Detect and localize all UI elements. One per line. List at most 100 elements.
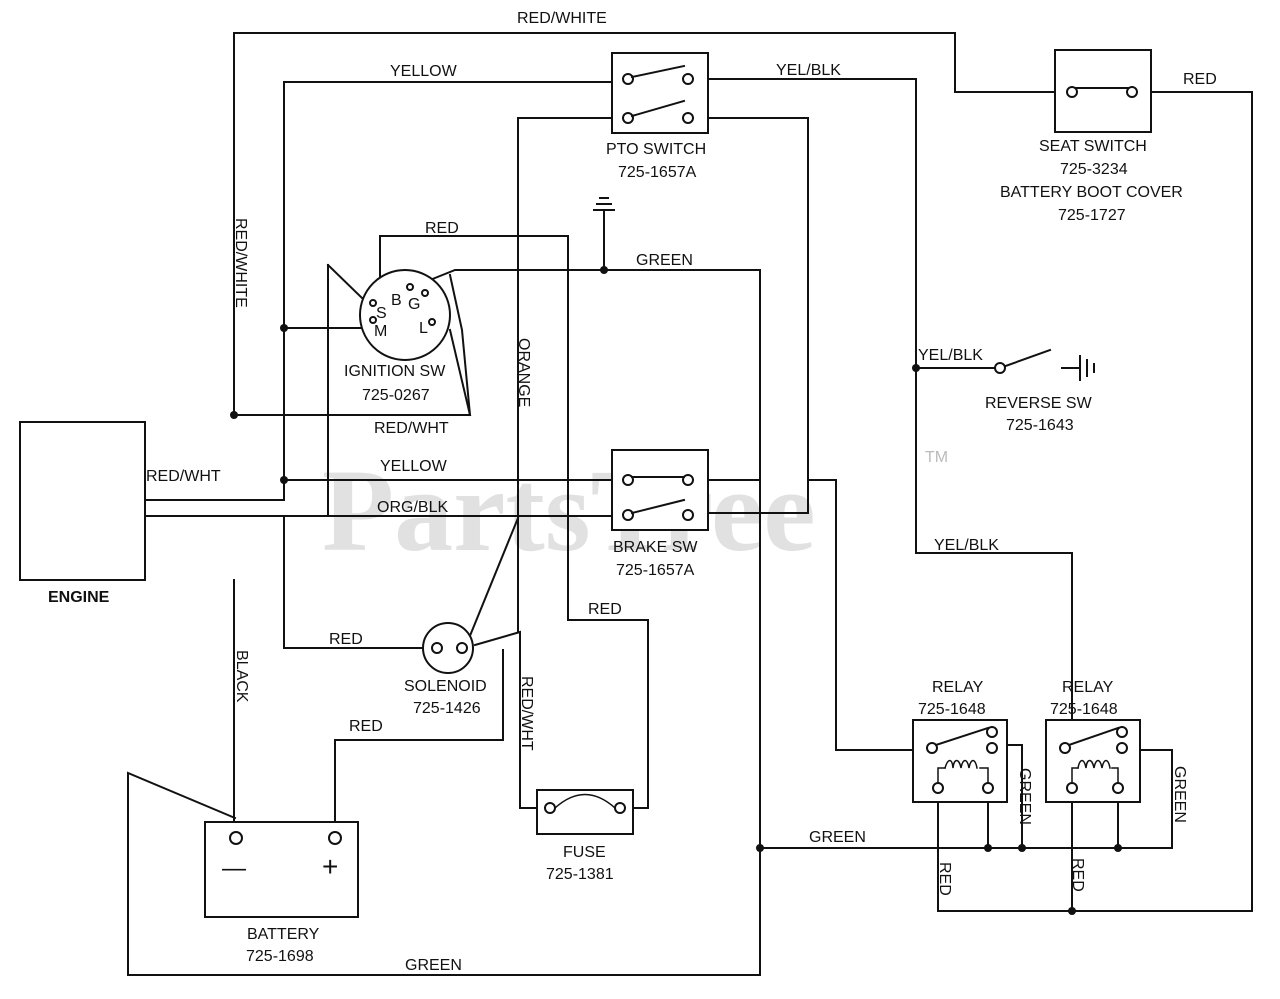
brake-switch: BRAKE SW 725-1657A [611, 449, 709, 579]
solenoid: SOLENOID 725-1426 [404, 622, 487, 717]
wire-yellow-top [283, 81, 628, 498]
wire-solenoid-brake [463, 516, 520, 650]
wire-orange [517, 117, 629, 633]
label-red-relay1-vertical: RED [936, 862, 953, 896]
label-red-wht-ignition: RED/WHT [374, 420, 449, 437]
label-red-relay2-vertical: RED [1069, 858, 1086, 892]
pto-switch-name: PTO SWITCH [606, 141, 706, 158]
label-red-solenoid: RED [329, 631, 363, 648]
reverse-switch-part: 725-1643 [1006, 417, 1074, 434]
ignition-bracket [326, 263, 472, 417]
label-org-blk: ORG/BLK [377, 499, 448, 516]
relay-1-name: RELAY [932, 679, 984, 696]
label-yel-blk-top: YEL/BLK [776, 62, 841, 79]
ignition-switch: S B G M L IGNITION SW 725-0267 [326, 263, 472, 417]
brake-switch-name: BRAKE SW [613, 539, 698, 556]
seat-switch-part: 725-3234 [1060, 161, 1128, 178]
solenoid-body [422, 622, 474, 674]
label-red-white-top: RED/WHITE [517, 10, 607, 27]
junction-dot [1114, 844, 1122, 852]
fuse-name: FUSE [563, 844, 606, 861]
wire-red-white-top [233, 32, 1071, 416]
wire-yel-blk [687, 78, 1073, 741]
wire-labels: RED/WHITE YELLOW YEL/BLK RED RED GREEN R… [146, 10, 1217, 974]
junction-dot [984, 844, 992, 852]
ground-symbol-reverse [1061, 355, 1095, 381]
label-yel-blk-relay: YEL/BLK [934, 537, 999, 554]
junction-dot [230, 411, 238, 419]
seat-switch: SEAT SWITCH 725-3234 BATTERY BOOT COVER … [1000, 49, 1183, 224]
junction-dot [1068, 907, 1076, 915]
junction-dot [280, 476, 288, 484]
ignition-pin-l: L [419, 320, 428, 337]
battery-boot-cover-part: 725-1727 [1058, 207, 1126, 224]
battery-name: BATTERY [247, 926, 320, 943]
wire-brake-relay [807, 479, 929, 751]
engine-label: ENGINE [48, 589, 110, 606]
label-green-relay1-vertical: GREEN [1016, 768, 1033, 825]
label-black-vertical: BLACK [233, 650, 250, 703]
label-green-relay: GREEN [809, 829, 866, 846]
label-red-white-vertical: RED/WHITE [232, 218, 249, 308]
label-yellow-top: YELLOW [390, 63, 458, 80]
ignition-pin-m: M [374, 323, 387, 340]
junctions [230, 266, 1122, 915]
relay-2-part: 725-1648 [1050, 701, 1118, 718]
fuse-part: 725-1381 [546, 866, 614, 883]
seat-switch-name: SEAT SWITCH [1039, 138, 1147, 155]
solenoid-name: SOLENOID [404, 678, 487, 695]
junction-dot [280, 324, 288, 332]
junction-dot [756, 844, 764, 852]
label-red-wht-fuse: RED/WHT [518, 676, 535, 751]
pto-switch-part: 725-1657A [618, 164, 697, 181]
wire-engine-yellow [144, 479, 629, 501]
solenoid-part: 725-1426 [413, 700, 481, 717]
label-green-relay2-vertical: GREEN [1171, 766, 1188, 823]
watermark-tm: TM [925, 449, 948, 466]
engine: ENGINE [19, 421, 146, 606]
ignition-pin-b: B [391, 292, 402, 309]
ground-symbol-top [593, 197, 615, 211]
battery-boot-cover-name: BATTERY BOOT COVER [1000, 184, 1183, 201]
fuse: FUSE 725-1381 [536, 789, 634, 883]
engine-block [19, 421, 146, 581]
wire-red-wht-fuse [473, 630, 541, 809]
battery-negative: — [222, 855, 246, 882]
label-green-ignition: GREEN [636, 252, 693, 269]
junction-dot [912, 364, 920, 372]
relay-1: RELAY 725-1648 [912, 679, 1008, 803]
reverse-switch: REVERSE SW 725-1643 [985, 362, 1093, 434]
label-red-battery: RED [349, 718, 383, 735]
battery-positive: + [322, 851, 338, 882]
label-red-seat: RED [1183, 71, 1217, 88]
wire-red-solenoid [144, 515, 426, 649]
battery-part: 725-1698 [246, 948, 314, 965]
junction-dot [1018, 844, 1026, 852]
label-orange-vertical: ORANGE [515, 338, 532, 407]
wire-green-relays [759, 749, 1173, 849]
wire-red-ignition [379, 235, 649, 809]
relay-2: RELAY 725-1648 [1045, 679, 1141, 803]
wire-red-seat [937, 91, 1253, 912]
label-yel-blk-reverse: YEL/BLK [918, 347, 983, 364]
relay-2-name: RELAY [1062, 679, 1114, 696]
ignition-pin-s: S [376, 305, 387, 322]
reverse-switch-name: REVERSE SW [985, 395, 1093, 412]
ignition-pin-g: G [408, 296, 420, 313]
brake-switch-part: 725-1657A [616, 562, 695, 579]
relay-1-part: 725-1648 [918, 701, 986, 718]
label-green-bottom: GREEN [405, 957, 462, 974]
label-yellow-mid: YELLOW [380, 458, 448, 475]
pto-switch: PTO SWITCH 725-1657A [606, 52, 709, 181]
ignition-part: 725-0267 [362, 387, 430, 404]
label-red-fuse: RED [588, 601, 622, 618]
label-red-wht-engine: RED/WHT [146, 468, 221, 485]
wire-green-bottom [127, 771, 761, 976]
junction-dot [600, 266, 608, 274]
battery: — + BATTERY 725-1698 [204, 821, 359, 965]
ignition-body [359, 269, 451, 361]
label-red-ignition: RED [425, 220, 459, 237]
wire-pto-to-brake [687, 117, 809, 514]
ignition-name: IGNITION SW [344, 363, 446, 380]
